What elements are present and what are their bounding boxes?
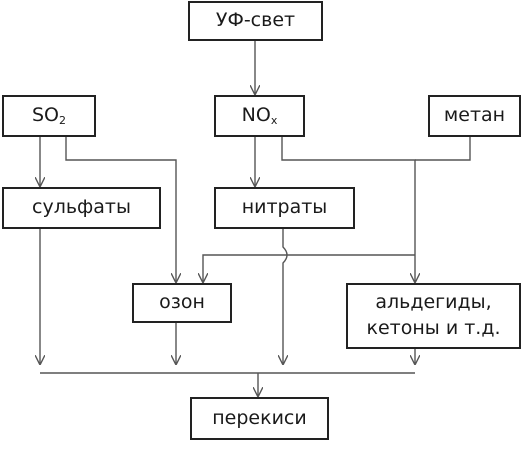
node-ozone: озон	[132, 283, 232, 323]
node-nox-label: NOx	[241, 104, 278, 128]
node-methane-label: метан	[443, 104, 506, 127]
node-so2: SO2	[2, 95, 96, 137]
edge-nox-aldehydes	[281, 136, 415, 282]
edge-so2-ozone	[65, 136, 176, 282]
node-aldehydes-ketones: альдегиды, кетоны и т.д.	[346, 283, 521, 349]
edge-methane-aldehydes	[415, 136, 471, 161]
node-sulfates: сульфаты	[2, 187, 161, 229]
edge-nitrates-peroxides	[283, 228, 287, 364]
node-uv-light: УФ-свет	[188, 1, 323, 41]
node-peroxides: перекиси	[190, 397, 329, 440]
node-nox: NOx	[214, 95, 305, 137]
edge-nitrates-ozone	[203, 254, 415, 282]
node-nitrates-label: нитраты	[241, 196, 328, 219]
node-uv-light-label: УФ-свет	[215, 9, 296, 32]
node-so2-label: SO2	[31, 104, 66, 128]
node-sulfates-label: сульфаты	[32, 196, 131, 219]
node-methane: метан	[428, 95, 521, 137]
node-nitrates: нитраты	[214, 187, 355, 229]
node-peroxides-label: перекиси	[212, 406, 307, 429]
node-ozone-label: озон	[159, 291, 205, 314]
node-aldehydes-ketones-label: альдегиды, кетоны и т.д.	[366, 291, 501, 339]
